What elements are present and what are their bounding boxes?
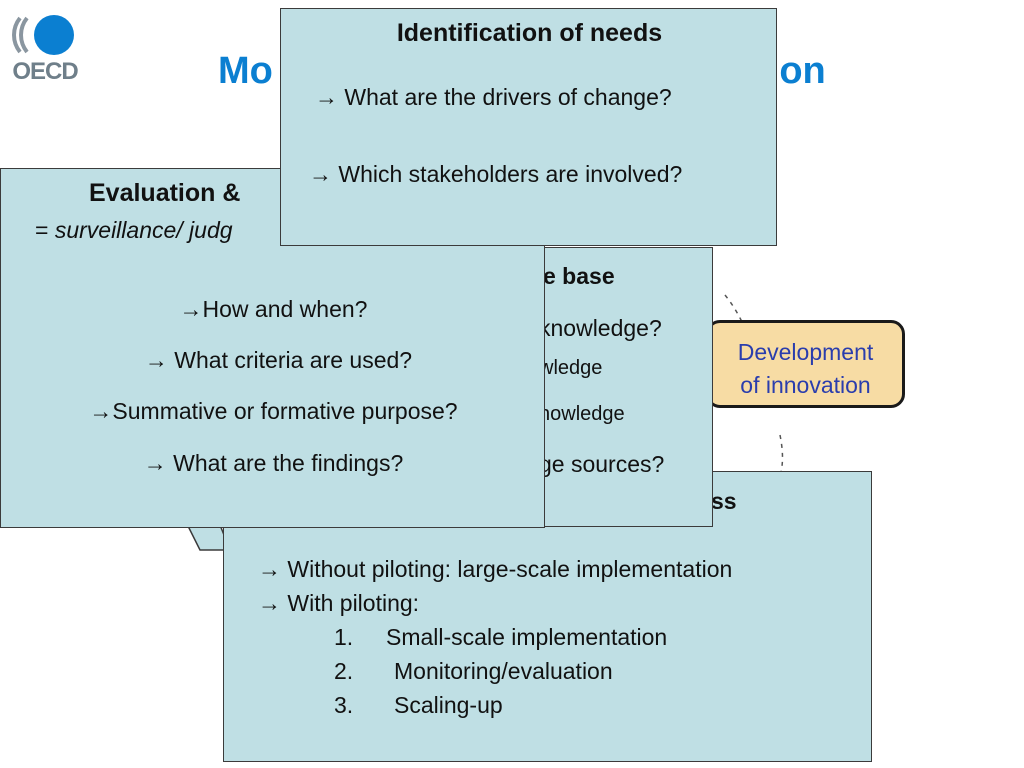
- knowledge-line: wledge: [539, 357, 603, 379]
- needs-question: → What are the drivers of change?: [315, 84, 672, 110]
- evaluation-question: →Summative or formative purpose?: [89, 398, 458, 424]
- evaluation-question: → What are the findings?: [143, 450, 404, 476]
- needs-question: → Which stakeholders are involved?: [309, 161, 683, 187]
- knowledge-line: ge sources?: [539, 451, 665, 477]
- evaluation-question: →How and when?: [179, 296, 368, 322]
- knowledge-title-fragment: e base: [543, 263, 615, 289]
- logo-text: OECD: [12, 58, 78, 85]
- step-text: Small-scale implementation: [386, 624, 668, 650]
- implementation-item: → With piloting:: [258, 590, 420, 616]
- needs-title: Identification of needs: [396, 19, 663, 47]
- needs-box: Identification of needs → What are the d…: [280, 8, 777, 246]
- implementation-item: → Without piloting: large-scale implemen…: [258, 556, 733, 582]
- evaluation-title: Evaluation &: [89, 179, 241, 207]
- step-text: Monitoring/evaluation: [394, 658, 613, 684]
- step-text: Scaling-up: [394, 692, 503, 718]
- development-box: Development of innovation: [706, 320, 905, 408]
- step-number: 1.: [334, 624, 354, 650]
- evaluation-subtitle: surveillance/ judg: [54, 217, 233, 243]
- step-number: 3.: [334, 692, 354, 718]
- oecd-emblem-icon: [12, 15, 74, 55]
- development-line1: Development: [737, 339, 874, 365]
- oecd-logo: OECD: [10, 10, 80, 85]
- development-line2: of innovation: [740, 372, 871, 398]
- slide-title-left: Mo: [218, 50, 273, 92]
- evaluation-question: → What criteria are used?: [144, 347, 413, 373]
- evaluation-subtitle-prefix: =: [35, 217, 55, 243]
- step-number: 2.: [334, 658, 354, 684]
- implementation-title-fragment: ss: [711, 488, 737, 514]
- knowledge-line: nowledge: [539, 403, 625, 425]
- knowledge-line: knowledge?: [539, 315, 662, 341]
